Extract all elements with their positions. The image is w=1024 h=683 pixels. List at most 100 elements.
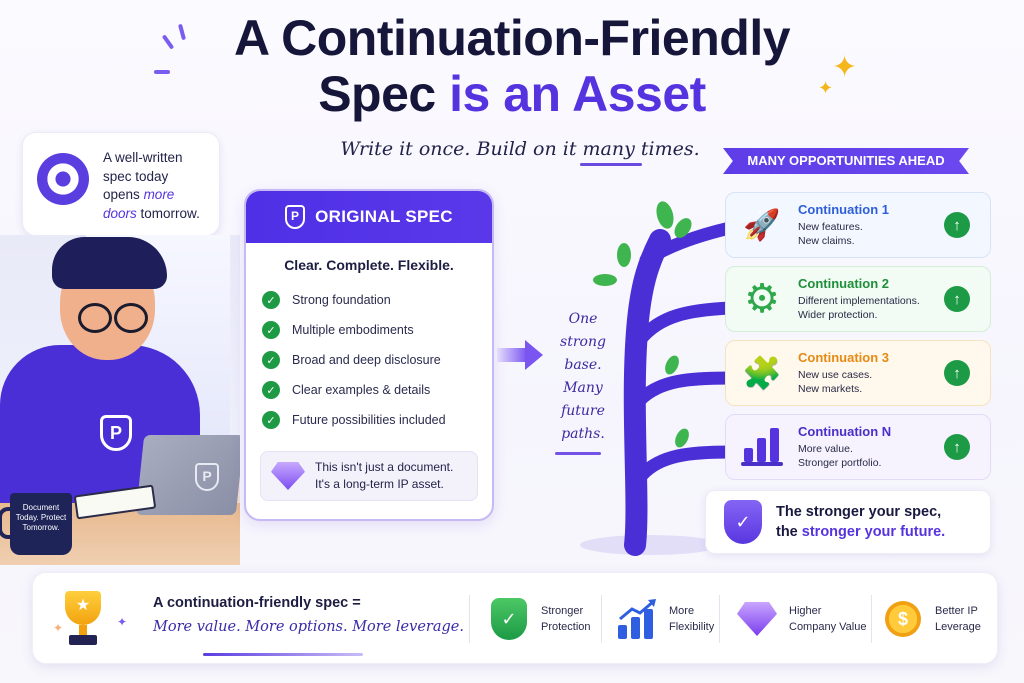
- continuation-title: Continuation 3: [798, 350, 889, 365]
- shield-check-icon: ✓: [491, 598, 527, 640]
- laptop-logo-icon: P: [195, 463, 219, 491]
- conclusion-line: The stronger your spec,: [776, 504, 942, 520]
- bubble-line: opens more: [103, 187, 175, 202]
- divider: [601, 595, 602, 643]
- trophy-icon: ★: [55, 587, 111, 651]
- benefit-label: Better IP: [935, 605, 978, 617]
- hoodie-logo-icon: P: [100, 415, 132, 451]
- benefit-label: Protection: [541, 621, 591, 633]
- check-icon: ✓: [262, 411, 280, 429]
- summary-bar: ★ ✦ ✦ A continuation-friendly spec = Mor…: [32, 572, 998, 664]
- checklist-item: ✓Clear examples & details: [262, 375, 492, 405]
- bubble-line: doors tomorrow.: [103, 205, 200, 221]
- checklist-item: ✓Broad and deep disclosure: [262, 345, 492, 375]
- checklist-item: ✓Future possibilities included: [262, 405, 492, 435]
- check-icon: ✓: [262, 321, 280, 339]
- check-icon: ✓: [262, 291, 280, 309]
- arrow-up-icon: ↑: [944, 360, 970, 386]
- benefit-label: Flexibility: [669, 621, 715, 633]
- benefit-label: Higher: [789, 605, 822, 617]
- sparkle-icon: ✦: [818, 78, 834, 98]
- shield-p-icon: P: [285, 205, 306, 229]
- note-line: This isn't just a document.: [315, 460, 454, 474]
- continuation-card-2: ⚙ Continuation 2 Different implementatio…: [725, 266, 991, 332]
- shield-check-icon: ✓: [724, 500, 762, 544]
- spec-note: This isn't just a document. It's a long-…: [260, 451, 478, 501]
- benefit-label: Stronger: [541, 605, 584, 617]
- arrow-up-icon: ↑: [944, 286, 970, 312]
- continuation-desc: New markets.: [798, 383, 863, 395]
- tree-note-underline: [555, 452, 601, 455]
- mug-text: Document Today. Protect Tomorrow.: [15, 503, 67, 532]
- benefit-protection: ✓ Stronger Protection: [489, 591, 591, 647]
- continuation-desc: Wider protection.: [798, 309, 878, 321]
- opportunities-banner: MANY OPPORTUNITIES AHEAD: [723, 148, 969, 174]
- sparkle-icon: ✦: [117, 615, 128, 629]
- arrow-up-icon: ↑: [944, 434, 970, 460]
- title-line-1: A Continuation-Friendly: [233, 10, 791, 66]
- bubble-text: A well-written spec today opens more doo…: [103, 149, 200, 223]
- diamond-icon: [271, 462, 305, 490]
- summary-title: A continuation-friendly spec =: [153, 595, 361, 611]
- dollar-coin-icon: $: [885, 601, 921, 637]
- summary-subtitle: More value. More options. More leverage.: [153, 619, 464, 635]
- title-plain: Spec: [318, 66, 436, 122]
- rocket-icon: 🚀: [743, 208, 781, 242]
- benefit-label: Leverage: [935, 621, 981, 633]
- continuation-card-1: 🚀 Continuation 1 New features. New claim…: [725, 192, 991, 258]
- original-spec-card: P ORIGINAL SPEC Clear. Complete. Flexibl…: [244, 189, 494, 521]
- continuation-card-3: 🧩 Continuation 3 New use cases. New mark…: [725, 340, 991, 406]
- puzzle-icon: 🧩: [742, 355, 782, 391]
- bubble-line: spec today: [103, 168, 169, 184]
- spec-header: P ORIGINAL SPEC: [246, 191, 492, 243]
- continuation-desc: New features.: [798, 221, 863, 233]
- target-icon: [37, 153, 89, 205]
- divider: [871, 595, 872, 643]
- right-arrow-icon: [497, 340, 547, 370]
- person-hair: [52, 237, 167, 289]
- note-line: It's a long-term IP asset.: [315, 477, 444, 491]
- tree-icon: [580, 201, 730, 556]
- title-accent: is an Asset: [449, 66, 706, 122]
- growth-chart-icon: [618, 599, 656, 639]
- accent-dash-icon: [154, 70, 170, 74]
- conclusion-line: the stronger your future.: [776, 524, 946, 540]
- speech-bubble: A well-written spec today opens more doo…: [22, 132, 220, 249]
- person-illustration: P P Document Today. Protect Tomorrow.: [0, 235, 240, 565]
- conclusion-card: ✓ The stronger your spec, the stronger y…: [705, 490, 991, 554]
- mug: Document Today. Protect Tomorrow.: [0, 493, 72, 555]
- benefit-label: Company Value: [789, 621, 867, 633]
- benefit-company-value: Higher Company Value: [737, 591, 866, 647]
- page-title: A Continuation-Friendly Spec is an Asset: [0, 10, 1024, 122]
- sparkle-icon: ✦: [53, 621, 64, 635]
- benefit-flexibility: More Flexibility: [617, 591, 714, 647]
- continuation-desc: More value.: [798, 443, 853, 455]
- check-icon: ✓: [262, 381, 280, 399]
- continuation-desc: Stronger portfolio.: [798, 457, 882, 469]
- spec-checklist: ✓Strong foundation ✓Multiple embodiments…: [246, 285, 492, 435]
- spec-tagline: Clear. Complete. Flexible.: [284, 257, 454, 273]
- checklist-item: ✓Multiple embodiments: [262, 315, 492, 345]
- subtitle: Write it once. Build on it many times.: [340, 138, 700, 160]
- continuation-title: Continuation N: [798, 424, 892, 439]
- sparkle-icon: ✦: [832, 51, 858, 84]
- title-line-2: Spec is an Asset: [0, 66, 1024, 122]
- continuation-card-n: Continuation N More value. Stronger port…: [725, 414, 991, 480]
- divider: [469, 595, 470, 643]
- check-icon: ✓: [262, 351, 280, 369]
- checklist-item: ✓Strong foundation: [262, 285, 492, 315]
- bar-chart-icon: [734, 419, 790, 475]
- continuation-desc: New use cases.: [798, 369, 873, 381]
- glasses-icon: [78, 303, 148, 333]
- summary-underline: [203, 653, 363, 656]
- spec-header-label: ORIGINAL SPEC: [315, 207, 453, 226]
- diamond-icon: [737, 602, 777, 636]
- benefit-label: More: [669, 605, 695, 617]
- continuation-desc: Different implementations.: [798, 295, 920, 307]
- arrow-up-icon: ↑: [944, 212, 970, 238]
- continuation-desc: New claims.: [798, 235, 855, 247]
- benefit-ip-leverage: $ Better IP Leverage: [883, 591, 981, 647]
- continuation-title: Continuation 2: [798, 276, 889, 291]
- subtitle-underline: [580, 163, 642, 166]
- continuation-title: Continuation 1: [798, 202, 889, 217]
